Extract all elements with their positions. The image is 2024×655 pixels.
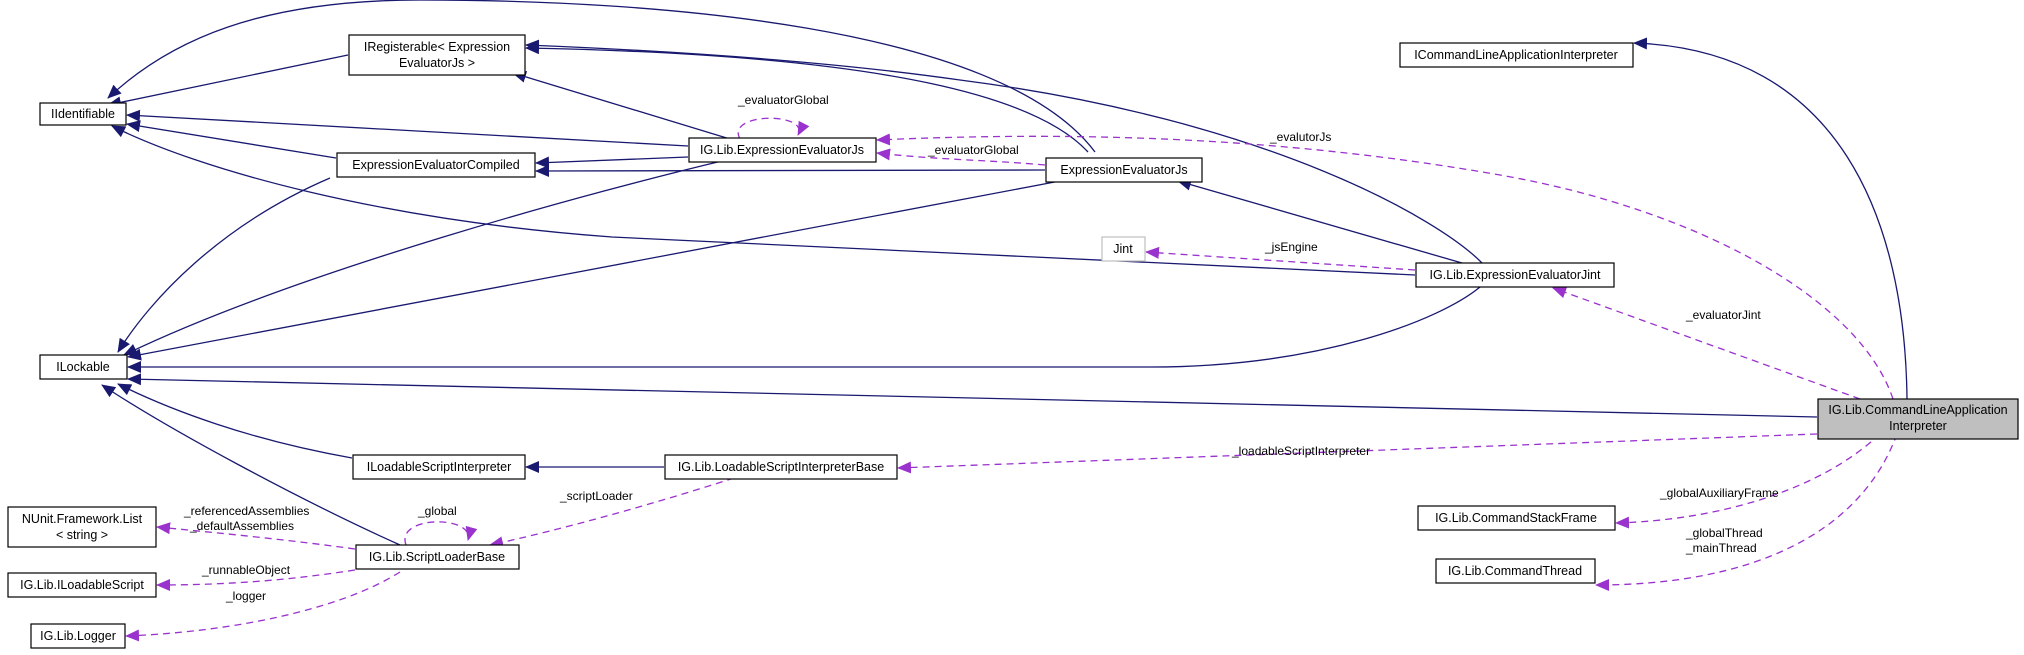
node-ig-expression-evaluator-js[interactable]: IG.Lib.ExpressionEvaluatorJs xyxy=(688,137,877,163)
node-expression-evaluator-compiled-label: ExpressionEvaluatorCompiled xyxy=(352,158,519,172)
node-ilockable[interactable]: ILockable xyxy=(39,354,128,380)
node-ig-logger[interactable]: IG.Lib.Logger xyxy=(30,623,126,649)
edge-global-self xyxy=(404,521,478,546)
edge-igexprjs-to-iidentifiable xyxy=(126,109,689,147)
node-nunit-list-label-1: NUnit.Framework.List xyxy=(22,512,143,526)
edge-script-loader xyxy=(489,477,735,549)
label-global-auxiliary-frame: _globalAuxiliaryFrame xyxy=(1659,486,1779,500)
node-jint-label: Jint xyxy=(1113,242,1133,256)
label-referenced-assemblies: _referencedAssemblies xyxy=(183,504,309,518)
node-focus-command-line-application-interpreter[interactable]: IG.Lib.CommandLineApplication Interprete… xyxy=(1817,398,2019,440)
node-ig-command-thread-label: IG.Lib.CommandThread xyxy=(1448,564,1582,578)
node-ig-expression-evaluator-jint-label: IG.Lib.ExpressionEvaluatorJint xyxy=(1430,268,1601,282)
node-iregisterable-label-2: EvaluatorJs > xyxy=(399,56,475,70)
label-loadable-script-interpreter: _loadableScriptInterpreter xyxy=(1231,444,1370,458)
edge-js-engine xyxy=(1145,246,1416,271)
label-runnable-object: _runnableObject xyxy=(201,563,291,577)
node-iregisterable-label-1: IRegisterable< Expression xyxy=(364,40,510,54)
inheritance-edges xyxy=(101,0,1908,546)
node-expression-evaluator-compiled[interactable]: ExpressionEvaluatorCompiled xyxy=(336,152,536,178)
edge-evaluator-global-self xyxy=(737,117,810,140)
node-iidentifiable[interactable]: IIdentifiable xyxy=(39,102,127,126)
node-icommand-line-application-interpreter[interactable]: ICommandLineApplicationInterpreter xyxy=(1399,42,1634,68)
node-expression-evaluator-js[interactable]: ExpressionEvaluatorJs xyxy=(1045,157,1203,183)
node-ig-iloadable-script[interactable]: IG.Lib.ILoadableScript xyxy=(7,572,157,598)
label-evalutor-js: _evalutorJs xyxy=(1269,130,1331,144)
edge-global-auxiliary-frame xyxy=(1615,433,1881,529)
label-default-assemblies: _defaultAssemblies xyxy=(189,519,294,533)
edge-jint-to-exprjs xyxy=(1177,178,1463,264)
node-ig-iloadable-script-label: IG.Lib.ILoadableScript xyxy=(20,578,144,592)
nodes: IIdentifiable IRegisterable< Expression … xyxy=(7,34,2019,649)
node-ig-loadable-script-interpreter-base[interactable]: IG.Lib.LoadableScriptInterpreterBase xyxy=(664,454,898,480)
label-evaluator-global-self: _evaluatorGlobal xyxy=(737,93,829,107)
node-ig-logger-label: IG.Lib.Logger xyxy=(40,629,116,643)
edge-exprjs-to-ilockable xyxy=(127,180,1061,361)
node-iloadable-script-interpreter[interactable]: ILoadableScriptInterpreter xyxy=(352,454,526,480)
node-jint[interactable]: Jint xyxy=(1101,236,1146,262)
edge-focus-to-icmdline xyxy=(1633,37,1908,400)
edge-exprjs-to-iregisterable xyxy=(525,42,1089,153)
label-main-thread: _mainThread xyxy=(1685,541,1757,555)
edge-evaluator-global xyxy=(876,148,1046,166)
edge-igexprjs-to-ilockable xyxy=(123,159,727,356)
edge-runnable-object xyxy=(156,569,356,591)
node-ilockable-label: ILockable xyxy=(56,360,110,374)
node-ig-command-stack-frame[interactable]: IG.Lib.CommandStackFrame xyxy=(1417,505,1616,531)
edge-evaluator-jint xyxy=(1552,286,1861,400)
edge-focus-to-ilockable xyxy=(127,373,1818,418)
node-icommand-line-application-interpreter-label: ICommandLineApplicationInterpreter xyxy=(1414,48,1618,62)
label-global-thread: _globalThread xyxy=(1685,526,1763,540)
edge-exprjs-to-compiled xyxy=(535,164,1046,177)
label-evaluator-global: _evaluatorGlobal xyxy=(927,143,1019,157)
edge-jint-to-iidentifiable xyxy=(111,125,1416,276)
label-js-engine: _jsEngine xyxy=(1264,240,1318,254)
label-script-loader: _scriptLoader xyxy=(559,489,633,503)
node-ig-loadable-script-interpreter-base-label: IG.Lib.LoadableScriptInterpreterBase xyxy=(678,460,884,474)
node-ig-script-loader-base[interactable]: IG.Lib.ScriptLoaderBase xyxy=(355,544,520,570)
label-global-self: _global xyxy=(417,504,457,518)
edge-igexprjs-to-iregisterable xyxy=(512,71,731,140)
node-ig-script-loader-base-label: IG.Lib.ScriptLoaderBase xyxy=(369,550,505,564)
edge-iregisterable-to-iidentifiable xyxy=(107,54,349,109)
edge-igexprjs-to-compiled xyxy=(535,156,689,169)
node-ig-command-stack-frame-label: IG.Lib.CommandStackFrame xyxy=(1435,511,1597,525)
edge-evalutor-js xyxy=(876,133,1894,400)
usage-edges xyxy=(125,117,1898,642)
node-nunit-list-label-2: < string > xyxy=(56,528,108,542)
edge-exprjs-to-iidentifiable xyxy=(107,0,1096,153)
label-logger: _logger xyxy=(225,589,266,603)
node-iloadable-script-interpreter-label: ILoadableScriptInterpreter xyxy=(367,460,512,474)
node-nunit-list[interactable]: NUnit.Framework.List < string > xyxy=(7,506,157,548)
node-iregisterable[interactable]: IRegisterable< Expression EvaluatorJs > xyxy=(348,34,526,76)
node-ig-expression-evaluator-js-label: IG.Lib.ExpressionEvaluatorJs xyxy=(700,143,864,157)
edge-referenced-assemblies xyxy=(156,522,356,550)
edge-compiled-to-ilockable xyxy=(117,177,331,353)
node-ig-expression-evaluator-jint[interactable]: IG.Lib.ExpressionEvaluatorJint xyxy=(1415,262,1615,288)
edge-jint-to-ilockable xyxy=(127,286,1481,373)
node-expression-evaluator-js-label: ExpressionEvaluatorJs xyxy=(1060,163,1187,177)
edge-iloadable-to-ilockable xyxy=(117,383,353,459)
edge-loadable-script-interpreter xyxy=(897,433,1818,474)
edge-logger xyxy=(125,571,401,642)
edge-labels: _evaluatorGlobal _evaluatorGlobal _evalu… xyxy=(183,93,1779,603)
node-iidentifiable-label: IIdentifiable xyxy=(51,107,115,121)
label-evaluator-jint: _evaluatorJint xyxy=(1685,308,1761,322)
edge-jint-to-iregisterable xyxy=(525,39,1483,264)
edge-scriptloader-to-ilockable xyxy=(101,384,401,546)
edge-compiled-to-iidentifiable xyxy=(126,120,337,159)
node-focus-label-2: Interpreter xyxy=(1889,419,1947,433)
edge-thread xyxy=(1595,433,1898,591)
node-focus-label-1: IG.Lib.CommandLineApplication xyxy=(1828,403,2007,417)
node-ig-command-thread[interactable]: IG.Lib.CommandThread xyxy=(1435,558,1596,584)
